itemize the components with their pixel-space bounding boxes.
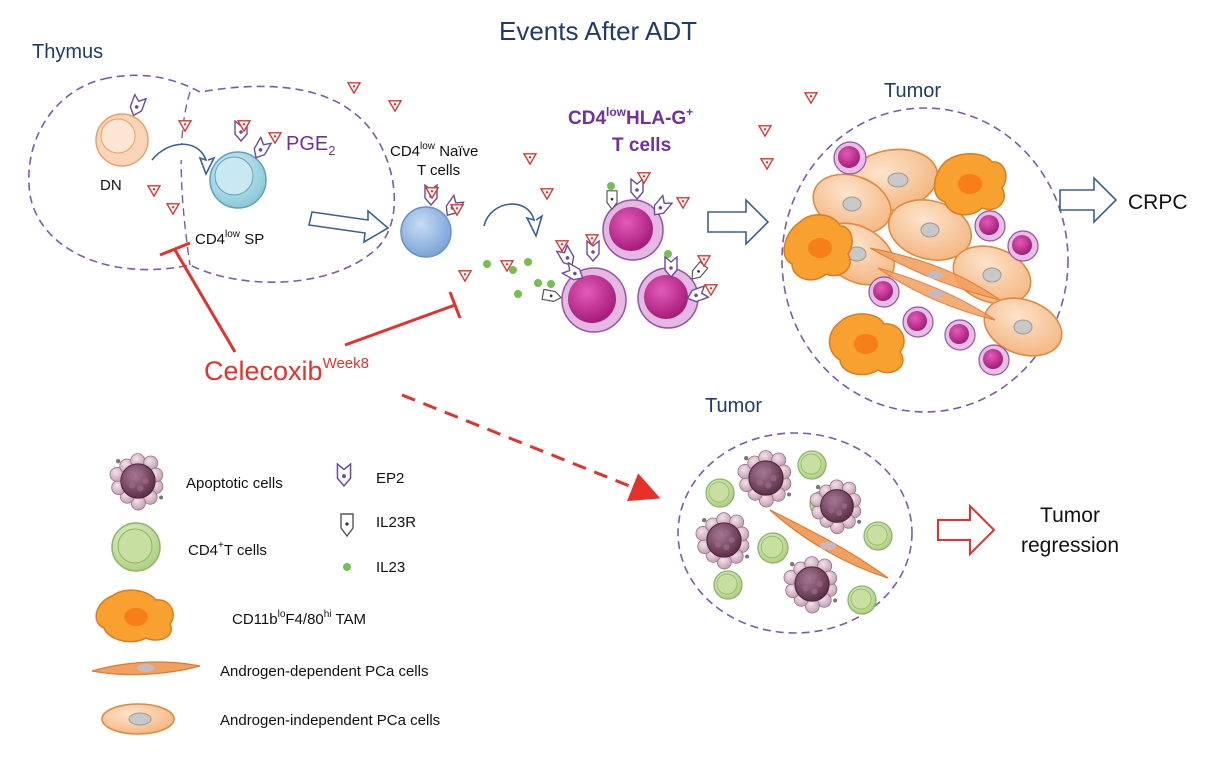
naive-t-cell <box>400 206 452 258</box>
thymus-label: Thymus <box>32 41 103 63</box>
cd4-t-cell <box>797 450 827 480</box>
hlag-t-cell-in-tumor <box>944 319 976 351</box>
pge2-molecule-icon <box>458 270 472 282</box>
tumor-top-outline <box>781 107 1069 413</box>
thymus-lobe-divider <box>180 91 191 266</box>
tumor-bottom-label: Tumor <box>705 395 762 417</box>
cd4-t-cell <box>713 570 743 600</box>
hlag-t-cell-in-tumor <box>1007 230 1039 262</box>
legend-ai-pca-icon <box>101 703 175 735</box>
crpc-label: CRPC <box>1128 191 1188 214</box>
pge2-molecule-icon <box>178 120 192 132</box>
il23-dots <box>483 182 672 298</box>
inhibit-thymus-bar <box>159 241 191 257</box>
pge2-molecule-icon <box>347 82 361 94</box>
pge2-molecule-icon <box>166 203 180 215</box>
ad-pca-cell <box>877 267 996 321</box>
apoptotic-cell <box>783 556 838 614</box>
apoptotic-cell <box>109 453 164 511</box>
legend-apoptotic-icon <box>109 453 164 511</box>
ep2-receptor-icon <box>127 93 147 119</box>
pge2-molecule-icon <box>676 197 690 209</box>
pge2-molecule-icon <box>760 158 774 170</box>
hlag-t-cell-in-tumor <box>833 141 867 175</box>
celecoxib-to-regression-arrow <box>401 393 661 502</box>
legend: Apoptotic cells CD4+T cells EP2 IL23R IL… <box>91 453 440 735</box>
tumor-bottom-contents <box>695 450 893 615</box>
legend-ad-pca-label: Androgen-dependent PCa cells <box>220 663 428 680</box>
sp-cell <box>209 151 267 209</box>
hlag-t-cell-in-tumor <box>868 276 900 308</box>
legend-cd4t-icon <box>111 522 161 572</box>
pge2-molecule-icon <box>268 132 282 144</box>
pge2-molecule-icon <box>523 153 537 165</box>
legend-apoptotic-label: Apoptotic cells <box>186 475 283 492</box>
legend-cd4t-label: CD4+T cells <box>188 540 267 559</box>
hlag-t-cell <box>561 267 627 333</box>
regression-label-line2: regression <box>1021 534 1119 557</box>
naive-label-line1: CD4low Naïve <box>390 141 478 160</box>
tumor-to-crpc-arrow <box>1059 176 1118 224</box>
legend-il23-icon <box>343 563 351 571</box>
inhibit-il23-line <box>344 303 456 347</box>
il23r-receptor-icon <box>541 288 563 304</box>
dn-cell <box>95 113 149 167</box>
pge2-molecule-icon <box>704 284 718 296</box>
tam-cell <box>828 313 905 376</box>
celecoxib-label: CelecoxibWeek8 <box>204 355 369 386</box>
legend-ad-pca-icon <box>91 661 201 676</box>
apoptotic-cell <box>695 512 750 570</box>
cd4-t-cell <box>847 585 877 615</box>
ep2-receptor-icon <box>630 178 644 200</box>
thymus-outline <box>28 74 396 283</box>
pge2-label: PGE2 <box>286 133 335 158</box>
naive-to-hlag-arrow <box>483 203 544 239</box>
naive-label-line2: T cells <box>417 162 460 179</box>
tumor-top-label: Tumor <box>884 80 941 102</box>
hlag-t-cell <box>602 199 664 261</box>
sp-label: CD4low SP <box>195 229 264 248</box>
ai-pca-cell <box>887 199 973 261</box>
dn-label: DN <box>100 177 122 194</box>
pge2-molecule-icon <box>758 125 772 137</box>
hlag-label-line2: T cells <box>612 135 671 156</box>
tam-cell <box>783 214 853 281</box>
apoptotic-cell <box>809 479 862 535</box>
ad-pca-cell <box>769 509 889 579</box>
hlag-t-cell-in-tumor <box>978 344 1010 376</box>
tumor-bottom-outline <box>677 432 913 634</box>
legend-ep2-icon <box>336 463 352 487</box>
tumor-top-contents <box>783 141 1063 376</box>
legend-il23r-icon <box>340 513 354 537</box>
legend-ai-pca-label: Androgen-independent PCa cells <box>220 712 440 729</box>
legend-tam-icon <box>95 589 174 643</box>
pge2-molecule-icon <box>147 185 161 197</box>
pge2-molecule-icon <box>388 100 402 112</box>
cd4-t-cell <box>757 532 789 564</box>
pge2-molecule-icon <box>540 188 554 200</box>
dn-to-sp-arrow <box>151 143 216 176</box>
hlag-t-cell-in-tumor <box>974 210 1006 242</box>
hlag-label-line1: CD4lowHLA-G+ <box>568 105 693 129</box>
legend-ep2-label: EP2 <box>376 470 404 487</box>
tam-cell <box>933 153 1007 216</box>
pge2-molecule-icon <box>804 92 818 104</box>
cd4-t-cell <box>705 478 735 508</box>
hlag-to-tumor-arrow <box>707 198 770 246</box>
inhibit-il23-bar <box>448 291 462 319</box>
regression-label-line1: Tumor <box>1040 504 1100 527</box>
legend-il23-label: IL23 <box>376 559 405 576</box>
ad-pca-cell <box>869 247 1001 301</box>
legend-tam-label: CD11bloF4/80hi TAM <box>232 609 366 628</box>
apoptotic-cell <box>737 450 792 508</box>
inhibit-thymus-line <box>173 249 237 353</box>
cd4-t-cell <box>863 521 893 551</box>
diagram-title: Events After ADT <box>499 16 697 46</box>
tumor-to-regression-arrow <box>937 503 996 557</box>
sp-to-naive-arrow <box>308 209 390 244</box>
hlag-t-cell-in-tumor <box>902 306 934 338</box>
legend-il23r-label: IL23R <box>376 514 416 531</box>
